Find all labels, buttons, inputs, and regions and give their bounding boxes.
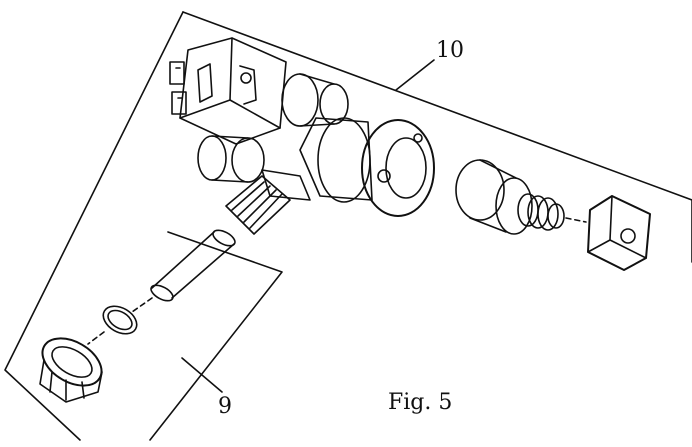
valve-sleeve-icon [455,159,533,235]
figure-caption: Fig. 5 [388,390,453,415]
hose-tube-icon [131,229,236,313]
threaded-nozzle-icon [225,175,291,235]
plunger-spring-icon [517,193,587,231]
union-nut-icon [39,337,103,403]
solenoid-valve-assembly-icon [169,37,435,217]
valve-cap-icon [587,195,651,271]
callout-label-9: 9 [218,394,232,419]
callout-label-10: 10 [436,38,464,63]
bracket-9 [149,231,283,441]
leader-9 [181,357,223,393]
bracket-10 [4,11,692,441]
leader-10 [395,59,435,91]
o-ring-icon [87,305,138,345]
